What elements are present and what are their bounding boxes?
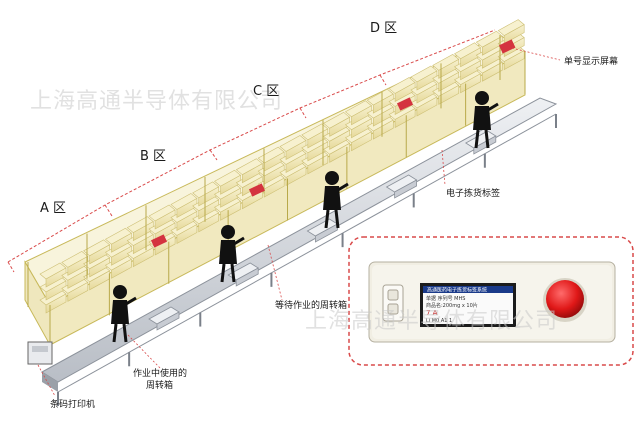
electronic-tag [248, 183, 266, 197]
rack-box-front [482, 61, 503, 82]
worker-body [323, 186, 341, 210]
worker-head [221, 225, 235, 239]
device-screen-line1: 单据 序列号 MHS [426, 295, 465, 302]
rack-box-front [329, 142, 350, 163]
worker [111, 285, 137, 343]
worker-head [325, 171, 339, 185]
workers [111, 91, 499, 343]
tote-box-side [314, 223, 338, 243]
in-use-box-label-line1: 作业中使用的 [133, 367, 187, 379]
rack-box-front [220, 200, 241, 221]
rack-box-front [45, 293, 67, 314]
worker-arm [125, 296, 137, 306]
worker-body [219, 240, 237, 264]
worker-leg [474, 129, 480, 149]
electronic-tag [150, 234, 168, 248]
worker-arm [337, 182, 349, 192]
rack-box-front [263, 177, 285, 198]
device-down-button [387, 303, 399, 315]
zone-boundaries [7, 29, 496, 273]
watermark-bottom: 上海高通半导体有限公司 [305, 309, 558, 334]
rack-box-front [438, 84, 460, 105]
electronic-tag [396, 97, 414, 111]
device-screen-line3: 7 A [426, 309, 438, 317]
worker-leg [324, 209, 330, 229]
in-use-box-label-line2: 周转箱 [146, 379, 173, 391]
worker-leg [334, 209, 340, 229]
worker [219, 225, 245, 283]
rack-box-front [154, 235, 176, 256]
rack-box-front [394, 108, 416, 129]
device-up-button [387, 289, 399, 301]
zone-c-label: C 区 [253, 84, 279, 99]
waiting-box-label: 等待作业的周转箱 [275, 299, 347, 311]
worker-leg [220, 263, 226, 283]
zone-b-label: B 区 [140, 149, 166, 164]
worker [473, 91, 499, 149]
rack-box-front [67, 281, 89, 302]
watermark-top: 上海高通半导体有限公司 [30, 89, 283, 114]
worker-leg [112, 323, 118, 343]
rack-box-front [198, 212, 220, 233]
confirm-button [546, 280, 584, 318]
worker-head [475, 91, 489, 105]
worker-leg [122, 323, 128, 343]
single-display-label: 单号显示屏幕 [564, 55, 618, 67]
device-callout: 高通医药电子拣货标签系统 单据 序列号 MHS 商品名:200mg x 10片 … [348, 236, 634, 366]
barcode-printer-label: 条码打印机 [50, 398, 95, 410]
worker-arm [487, 102, 499, 112]
worker-body [111, 300, 129, 324]
rack-box-front [503, 50, 525, 71]
rack-box-front [351, 131, 372, 152]
worker-head [113, 285, 127, 299]
rack-box-front [372, 119, 394, 140]
rack-box-front [111, 258, 132, 279]
tote-box-side [394, 179, 418, 199]
single-display-screen [498, 39, 516, 54]
rack-box-front [176, 223, 198, 244]
device-screen-header: 高通医药电子拣货标签系统 [427, 287, 487, 294]
rack-box-front [285, 165, 307, 187]
device-screen-line4: Li M0 A1 1 [426, 318, 452, 324]
conveyor-legs [57, 114, 557, 406]
rack-box-front [132, 247, 154, 268]
zone-d-label: D 区 [370, 21, 397, 36]
zone-a-label: A 区 [40, 201, 66, 216]
barcode-printer [27, 341, 53, 365]
worker-leg [230, 263, 236, 283]
rack-box-front [416, 96, 438, 117]
device-screen-line2: 商品名:200mg x 10片 [426, 302, 478, 309]
rack-box-front [503, 24, 525, 45]
worker [323, 171, 349, 229]
electronic-tags [150, 39, 516, 248]
rack-uprights [27, 35, 526, 347]
worker-leg [484, 129, 490, 149]
worker-arm [233, 236, 245, 246]
electronic-tag-label: 电子拣货标签 [446, 187, 500, 199]
tote-box-side [235, 267, 259, 287]
worker-body [473, 106, 491, 130]
annotation-leaders [37, 47, 561, 397]
tote-box-side [156, 311, 180, 331]
